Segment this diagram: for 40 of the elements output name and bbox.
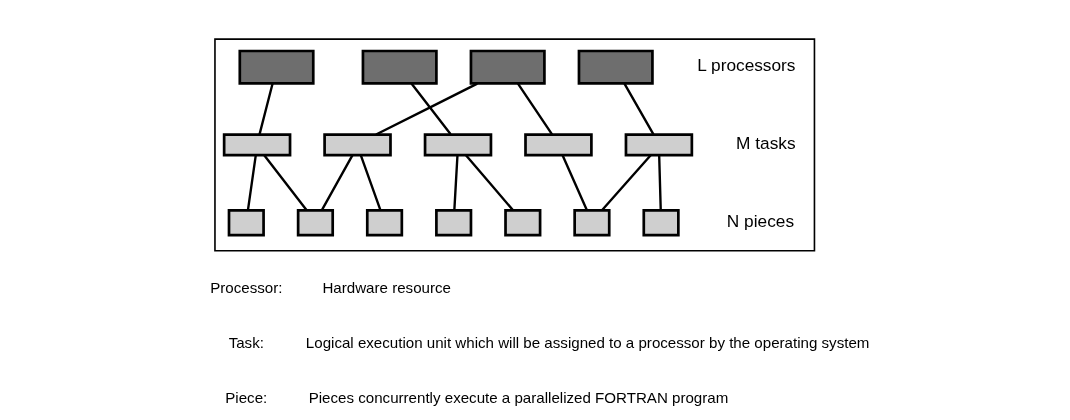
label: Processor: [209,279,282,297]
cluster [213,38,815,252]
node-box [523,133,593,157]
connector [464,154,514,211]
label: Pieces concurrently execute a parallelized FORTRAN program [308,389,728,407]
node-box [572,208,611,237]
connector [452,155,459,210]
node-box [641,208,680,237]
label: Piece: [224,389,267,407]
node-box [296,208,334,237]
node-box [322,133,392,157]
node-box [434,208,472,237]
connector [657,155,662,210]
node-box [365,208,403,237]
node-box [624,133,693,157]
label: L processors [696,55,795,76]
connector [246,155,257,210]
connector [601,154,652,211]
node-box [503,208,541,237]
label: Hardware resource [321,279,451,297]
node-box [222,133,291,157]
node-box [361,49,438,85]
connector [257,83,274,135]
node-box [469,49,546,85]
label: Logical execution unit which will be assigned to a processor by the operating system [305,334,869,352]
label: N pieces [726,210,794,231]
connector [410,82,452,136]
node-box [237,49,315,85]
connector [516,82,553,135]
connector [359,154,381,211]
connector [622,83,654,135]
node-box [577,49,654,85]
node-box [227,208,265,237]
connector [262,154,307,211]
connector [375,82,478,136]
label: M tasks [735,133,796,154]
connector [560,154,588,211]
label: Task: [228,334,264,352]
node-box [423,133,492,157]
connector [320,154,353,211]
